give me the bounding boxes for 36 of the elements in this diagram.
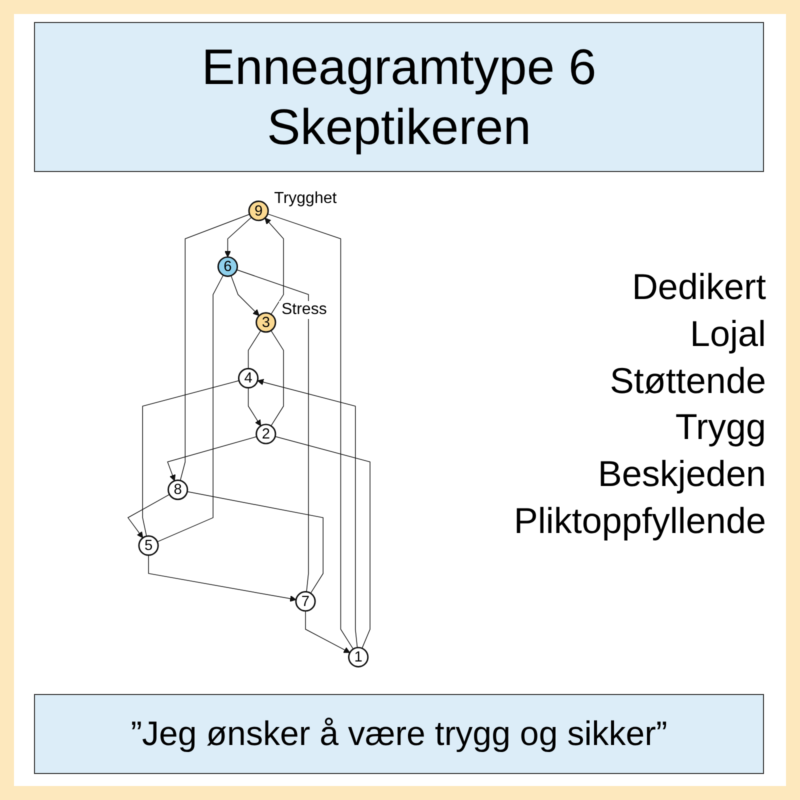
node-circle: 3 <box>256 312 276 333</box>
trait-word: Beskjeden <box>596 452 766 496</box>
node-circle: 9 <box>248 200 269 222</box>
node-caption: Stress <box>279 301 329 320</box>
arrow <box>248 387 262 426</box>
node-caption: Trygghet <box>272 190 339 208</box>
arrow <box>127 494 170 538</box>
arrow <box>305 610 350 653</box>
node-circle: 7 <box>295 591 316 612</box>
trait-word: Lojal <box>688 312 766 356</box>
node-circle: 8 <box>168 479 188 500</box>
quote-banner: ”Jeg ønsker å være trygg og sikker” <box>34 694 764 774</box>
connector <box>270 330 284 426</box>
arrow <box>148 554 296 602</box>
trait-word: Støttende <box>608 358 766 403</box>
connector <box>274 436 370 649</box>
arrow <box>264 218 284 315</box>
connector <box>186 491 324 594</box>
arrow <box>224 216 252 258</box>
node-circle: 6 <box>217 256 238 277</box>
arrow <box>257 378 358 648</box>
arrow <box>167 436 258 482</box>
connector <box>248 330 262 369</box>
trait-word: Trygg <box>674 405 766 450</box>
connector <box>180 214 250 481</box>
node-circle: 1 <box>348 646 369 668</box>
connector <box>156 274 224 542</box>
node-circle: 2 <box>256 424 276 444</box>
title-banner: Enneagramtype 6 Skeptikeren <box>34 22 764 172</box>
connector <box>142 380 240 537</box>
node-circle: 4 <box>238 368 259 389</box>
arrow <box>230 275 260 316</box>
connector <box>267 214 354 650</box>
trait-word: Pliktoppfyllende <box>514 498 766 543</box>
trait-word: Dedikert <box>630 265 766 309</box>
node-circle: 5 <box>138 535 159 556</box>
